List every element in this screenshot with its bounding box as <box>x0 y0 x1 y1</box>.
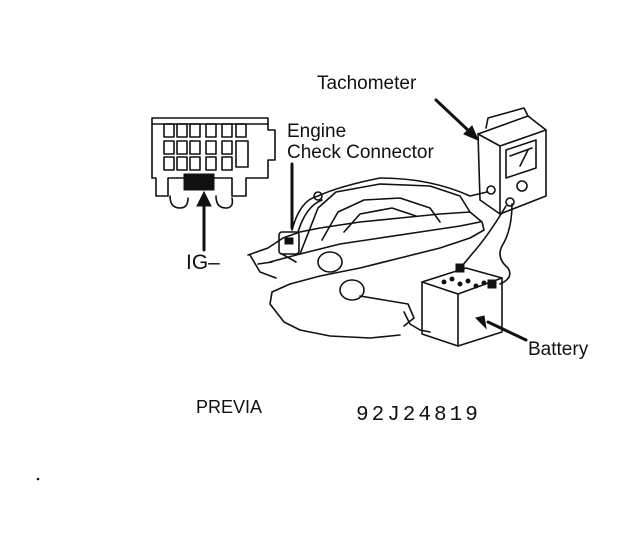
wires <box>291 177 513 285</box>
tachometer-arrow <box>434 98 472 134</box>
engine-check-label-line2: Check Connector <box>287 142 434 163</box>
check-connector-closeup <box>151 117 276 252</box>
battery <box>421 263 503 347</box>
engine-compartment <box>247 183 485 339</box>
check-connector <box>278 231 300 255</box>
battery-arrow <box>486 320 528 342</box>
engine-check-connector-label: Engine Check Connector <box>287 121 434 163</box>
speck <box>36 477 40 481</box>
tachometer-label: Tachometer <box>317 73 417 94</box>
ig-terminal-marker <box>183 173 215 191</box>
tachometer <box>477 107 547 215</box>
figure-code-label: 92J24819 <box>356 404 481 427</box>
model-label: PREVIA <box>196 397 263 417</box>
engine-check-label-line1: Engine <box>287 121 347 142</box>
ig-terminal-label: IG– <box>186 251 220 274</box>
battery-label: Battery <box>528 339 589 360</box>
